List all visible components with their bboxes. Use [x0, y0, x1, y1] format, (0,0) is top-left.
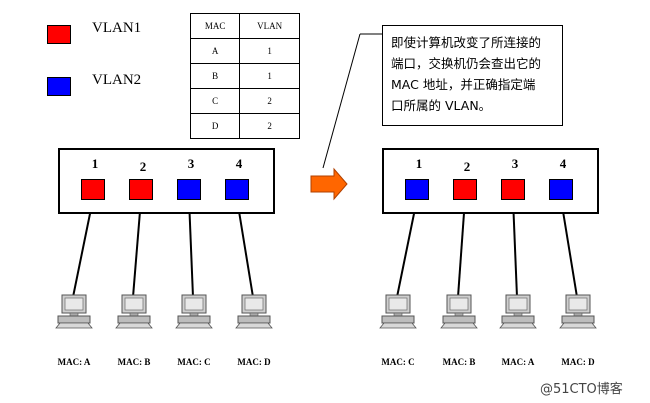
switch-port-right-2: [453, 179, 477, 200]
note-line: MAC 地址，并正确指定端: [391, 77, 536, 92]
host-mac-label: MAC: C: [177, 357, 211, 367]
port-number: 4: [559, 156, 567, 171]
host-mac-label: MAC: C: [381, 357, 415, 367]
desktop-computer-icon: [55, 294, 93, 329]
callout-pointer-line: [322, 33, 361, 169]
cable-right-3: [512, 198, 518, 298]
table-cell-mac: B: [189, 63, 241, 89]
cable-right-1: [396, 198, 418, 298]
host-mac-label: MAC: A: [57, 357, 91, 367]
port-number: 2: [463, 159, 471, 174]
switch-port-right-4: [549, 179, 573, 200]
desktop-computer-icon: [379, 294, 417, 329]
switch-port-right-1: [405, 179, 429, 200]
switch-port-right-3: [501, 179, 525, 200]
explanation-note: 即使计算机改变了所连接的 端口，交换机仍会查出它的 MAC 地址，并正确指定端 …: [382, 25, 563, 126]
desktop-computer-icon: [559, 294, 597, 329]
host-mac-label: MAC: D: [561, 357, 595, 367]
table-row: D 2: [189, 113, 300, 139]
port-number: 1: [91, 156, 99, 171]
host-mac-label: MAC: D: [237, 357, 271, 367]
cable-left-1: [72, 198, 94, 298]
port-number: 2: [139, 159, 147, 174]
note-line: 端口，交换机仍会查出它的: [391, 56, 542, 71]
table-row: B 1: [189, 63, 300, 89]
right-arrow-icon: [310, 167, 348, 201]
note-line: 即使计算机改变了所连接的: [391, 35, 542, 50]
mac-vlan-table: MAC VLAN A 1 B 1 C 2 D 2: [189, 13, 300, 139]
cable-left-3: [188, 198, 194, 298]
switch-port-left-2: [129, 179, 153, 200]
table-cell-vlan: 1: [239, 38, 300, 64]
cable-right-4: [560, 198, 578, 298]
desktop-computer-icon: [440, 294, 478, 329]
table-cell-vlan: 1: [239, 63, 300, 89]
switch-port-left-1: [81, 179, 105, 200]
note-line: 口所属的 VLAN。: [391, 98, 492, 113]
watermark: @51CTO博客: [540, 382, 623, 397]
switch-port-left-4: [225, 179, 249, 200]
legend-swatch-vlan1: [47, 25, 71, 44]
port-number: 3: [511, 156, 519, 171]
switch-port-left-3: [177, 179, 201, 200]
cable-left-2: [132, 198, 142, 298]
table-row: A 1: [189, 38, 300, 64]
desktop-computer-icon: [115, 294, 153, 329]
table-cell-mac: C: [189, 88, 241, 114]
cable-left-4: [236, 198, 254, 298]
table-row: C 2: [189, 88, 300, 114]
table-header-vlan: VLAN: [239, 13, 300, 39]
host-mac-label: MAC: A: [501, 357, 535, 367]
port-number: 4: [235, 156, 243, 171]
cable-right-2: [457, 198, 466, 298]
port-number: 1: [415, 156, 423, 171]
host-mac-label: MAC: B: [442, 357, 476, 367]
desktop-computer-icon: [175, 294, 213, 329]
desktop-computer-icon: [235, 294, 273, 329]
legend-label-vlan1: VLAN1: [92, 20, 142, 36]
legend-label-vlan2: VLAN2: [92, 72, 142, 88]
table-cell-vlan: 2: [239, 113, 300, 139]
legend-swatch-vlan2: [47, 77, 71, 96]
table-cell-mac: D: [189, 113, 241, 139]
port-number: 3: [187, 156, 195, 171]
desktop-computer-icon: [499, 294, 537, 329]
host-mac-label: MAC: B: [117, 357, 151, 367]
